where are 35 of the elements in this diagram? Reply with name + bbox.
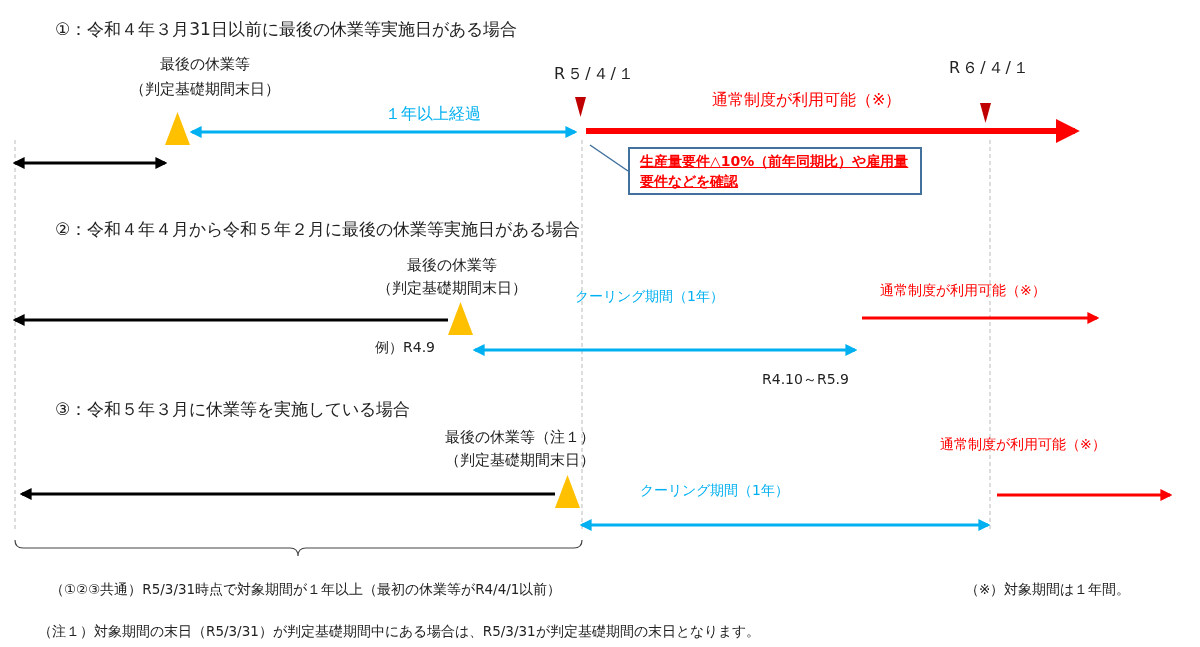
date-marker [980, 103, 991, 123]
section-title: ③：令和５年３月に休業等を実施している場合 [55, 398, 411, 421]
date-label: R５/４/１ [554, 63, 636, 85]
date-label: R4.10～R5.9 [762, 371, 849, 389]
status-label: 通常制度が利用可能（※） [880, 282, 1046, 300]
marker-caption: （判定基礎期間末日） [445, 450, 595, 471]
period-label: クーリング期間（1年） [575, 288, 724, 306]
note-text: （①②③共通）R5/3/31時点で対象期間が１年以上（最初の休業等がR4/4/1以前） [50, 581, 562, 599]
section-title: ②：令和４年４月から令和５年２月に最後の休業等実施日がある場合 [55, 218, 581, 241]
end-marker [555, 475, 580, 508]
date-label: 例）R4.9 [375, 339, 435, 357]
period-arrow [189, 126, 578, 138]
period-arrow [472, 344, 858, 356]
date-label: R６/４/１ [949, 57, 1031, 79]
leader-line [589, 144, 629, 172]
period-arrow [12, 314, 448, 326]
date-marker [575, 97, 586, 117]
end-marker [448, 302, 473, 335]
marker-caption: 最後の休業等 [407, 255, 497, 276]
marker-caption: 最後の休業等（注１） [445, 427, 595, 448]
note-text: （※）対象期間は１年間。 [965, 581, 1131, 599]
marker-caption: （判定基礎期間末日） [377, 278, 527, 299]
edge-label: 通常制度が利用可能（※） [712, 90, 902, 111]
end-marker [165, 112, 190, 145]
marker-caption: （判定基礎期間末日） [130, 79, 280, 100]
period-arrow [579, 519, 991, 531]
period-arrow [19, 488, 555, 500]
marker-caption: 最後の休業等 [160, 54, 250, 75]
period-arrow [586, 119, 1080, 143]
note-text: （注１）対象期間の末日（R5/3/31）が判定基礎期間中にある場合は、R5/3/31が判定基礎期間の末日となります。 [38, 623, 760, 641]
status-label: 通常制度が利用可能（※） [940, 436, 1106, 454]
period-arrow [12, 157, 168, 169]
period-label: クーリング期間（1年） [640, 482, 789, 500]
edge-label: １年以上経過 [385, 104, 481, 125]
section-title: ①：令和４年３月31日以前に最後の休業等実施日がある場合 [55, 18, 517, 41]
